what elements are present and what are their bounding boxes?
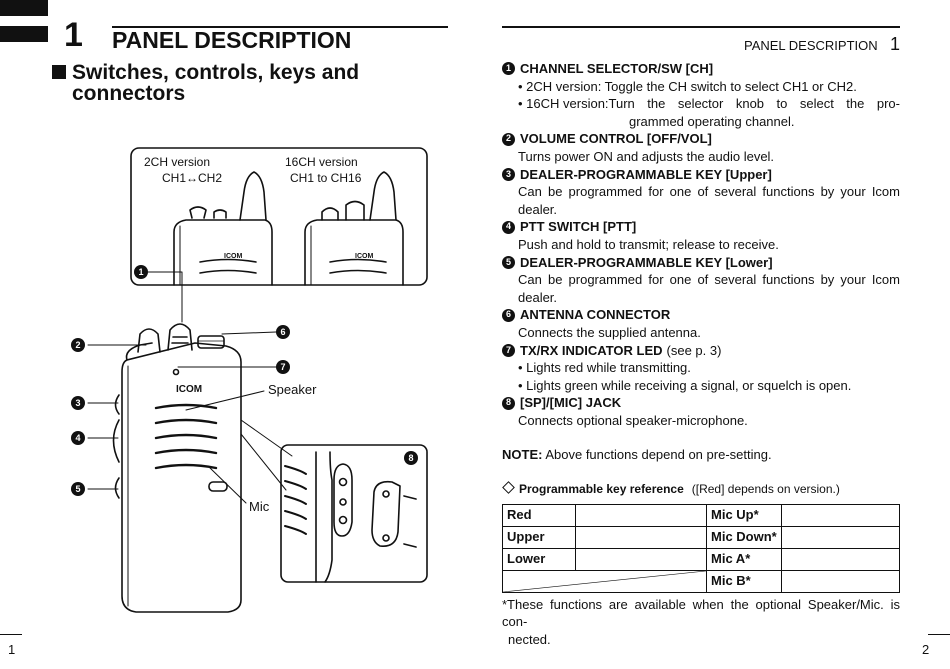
mic-label: Mic <box>249 499 270 514</box>
table-row: Mic B* <box>502 569 900 593</box>
item-body: Turns power ON and adjusts the audio lev… <box>518 148 775 164</box>
table-cell-diagonal <box>502 569 707 593</box>
callout-marker: 5 <box>71 482 85 496</box>
table-cell <box>781 525 900 549</box>
item-number: 1 <box>502 62 515 76</box>
callout-marker: 1 <box>134 265 148 279</box>
chapter-rule <box>112 26 448 28</box>
section-title: Switches, controls, keys and connectors <box>52 62 432 104</box>
square-bullet-icon <box>52 65 66 79</box>
table-cell: Mic Down* <box>706 525 782 549</box>
table-row: Red Mic Up* <box>502 503 900 527</box>
spacer <box>502 429 900 446</box>
diagonal-line <box>503 570 706 592</box>
speaker-label: Speaker <box>268 382 317 397</box>
item-number: 3 <box>502 167 515 181</box>
callout-marker: 2 <box>71 338 85 352</box>
item-body: Can be programmed for one of several fun… <box>518 184 900 200</box>
inset-2ch-title: 2CH version <box>144 155 211 169</box>
item-body: dealer. <box>518 201 558 217</box>
item-body: Can be programmed for one of several fun… <box>518 272 900 288</box>
table-cell <box>781 547 900 571</box>
prog-key-heading: Programmable key reference([Red] depends… <box>502 481 900 499</box>
running-header: PANEL DESCRIPTION <box>744 38 878 53</box>
item-body: Connects optional speaker-microphone. <box>518 412 748 428</box>
item-number: 6 <box>502 308 515 322</box>
table-cell <box>575 547 707 571</box>
brand-label: ICOM <box>176 384 202 395</box>
item-body: Push and hold to transmit; release to re… <box>518 236 779 252</box>
radio-illustration: ICOM ICOM ICOM <box>87 147 428 613</box>
inset-2ch-subtitle: CH1↔CH2 <box>162 171 223 185</box>
item-body: dealer. <box>518 289 558 305</box>
diamond-icon <box>502 481 515 494</box>
callout-marker: 3 <box>71 396 85 410</box>
header-rule <box>502 26 900 28</box>
table-cell <box>781 503 900 527</box>
table-cell: Lower <box>502 547 576 571</box>
brand-label: ICOM <box>355 253 373 260</box>
table-cell <box>575 503 707 527</box>
table-row: Upper Mic Down* <box>502 525 900 549</box>
callout-marker: 8 <box>404 451 418 465</box>
table-cell <box>575 525 707 549</box>
chapter-title: PANEL DESCRIPTION <box>112 27 352 53</box>
item-number: 7 <box>502 343 515 357</box>
item-heading: 8[SP]/[MIC] JACK <box>502 394 900 412</box>
page-rule <box>0 634 22 635</box>
item-bullet: • 2CH version: Toggle the CH switch to s… <box>518 78 857 94</box>
table-cell: Mic A* <box>706 547 782 571</box>
callout-marker: 6 <box>276 325 290 339</box>
item-number: 2 <box>502 132 515 146</box>
brand-label: ICOM <box>224 253 242 260</box>
callout-marker: 4 <box>71 431 85 445</box>
item-number: 4 <box>502 220 515 234</box>
item-bullet: • Lights green while receiving a signal,… <box>518 377 852 393</box>
callout-marker: 7 <box>276 360 290 374</box>
inset-16ch-title: 16CH version <box>285 155 358 169</box>
table-cell: Upper <box>502 525 576 549</box>
inset-16ch-subtitle: CH1 to CH16 <box>290 171 362 185</box>
spacer <box>502 464 900 481</box>
item-bullet-continuation: grammed operating channel. <box>629 113 795 129</box>
chapter-tab-marker <box>0 0 48 16</box>
note: NOTE: Above functions depend on pre-sett… <box>502 447 772 463</box>
footnote: nected. <box>508 631 551 647</box>
page-rule <box>928 634 950 635</box>
item-number: 5 <box>502 255 515 269</box>
page-number-right: 2 <box>922 642 930 657</box>
page-reference: (see p. 3) <box>666 342 722 358</box>
prog-key-table: Red Mic Up* Upper Mic Down* Lower Mic A*… <box>502 503 900 593</box>
table-cell: Mic B* <box>706 569 782 593</box>
table-row: Lower Mic A* <box>502 547 900 571</box>
table-cell <box>781 569 900 593</box>
footnote: *These functions are available when the … <box>502 596 900 630</box>
item-body: Connects the supplied antenna. <box>518 324 701 340</box>
table-cell: Red <box>502 503 576 527</box>
page-number-left: 1 <box>8 642 16 657</box>
chapter-number: 1 <box>64 16 83 54</box>
item-number: 8 <box>502 396 515 410</box>
chapter-tab-marker <box>0 26 48 42</box>
table-cell: Mic Up* <box>706 503 782 527</box>
item-bullet: • 16CH version: Turn the selector knob t… <box>518 96 900 112</box>
running-header-number: 1 <box>890 34 901 54</box>
item-bullet: • Lights red while transmitting. <box>518 360 691 376</box>
